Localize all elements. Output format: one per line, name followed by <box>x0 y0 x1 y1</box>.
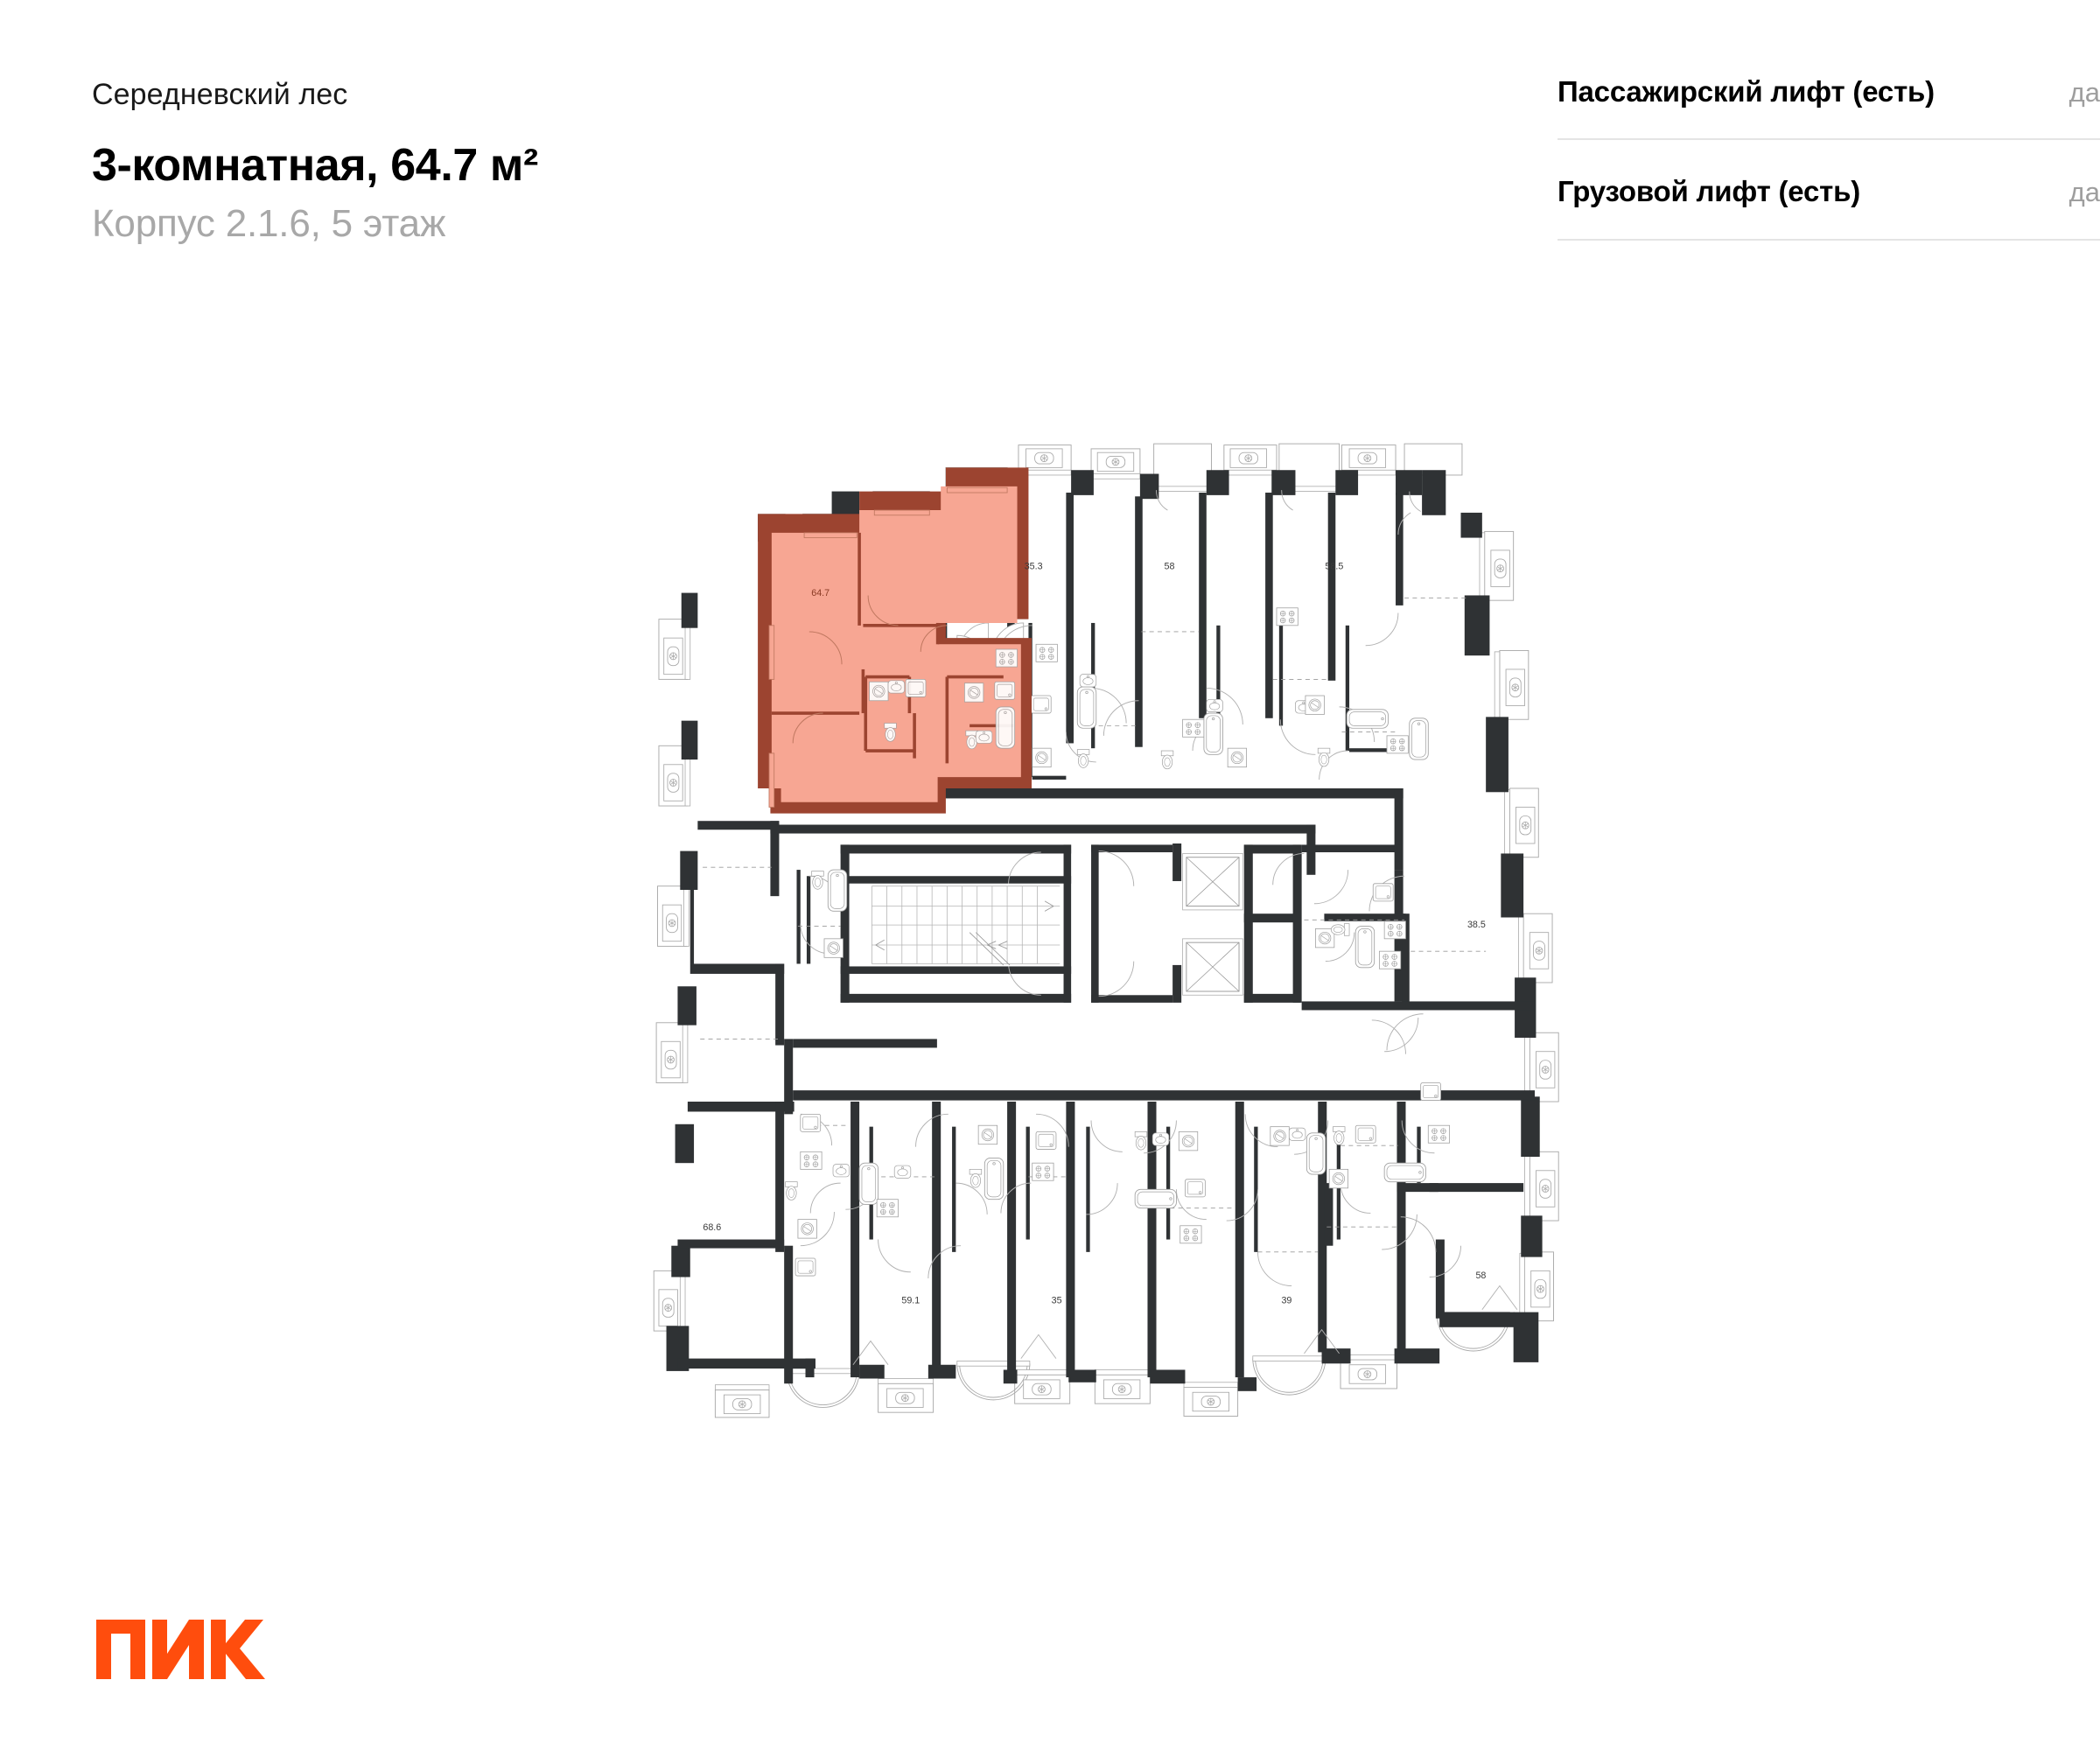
info-row-freight-lift: Грузовой лифт (есть) да <box>1558 173 2100 241</box>
plan-geometry: 64.7 35.3 58 58.5 38.5 58 68.6 59.1 35 3… <box>653 443 1559 1418</box>
pik-logo-icon <box>96 1620 265 1679</box>
structural-walls <box>666 470 1543 1391</box>
page-title: 3-комнатная, 64.7 м² <box>92 139 538 191</box>
building-info-panel: Пассажирский лифт (есть) да Грузовой лиф… <box>1558 74 2100 241</box>
highlight-unit-fill <box>771 486 1021 802</box>
info-label-freight-lift: Грузовой лифт (есть) <box>1558 175 1861 208</box>
highlight-door-swings <box>792 595 948 744</box>
highlighted-apartment[interactable]: 64.7 <box>758 467 1032 814</box>
area-label-highlight: 64.7 <box>811 588 830 598</box>
area-label-unit-e: 58 <box>1475 1270 1486 1281</box>
stairwell <box>849 883 1064 967</box>
windows <box>679 469 1530 1390</box>
elevator-2 <box>1182 938 1243 996</box>
pik-logo[interactable] <box>94 1614 270 1684</box>
area-label-unit-b: 58 <box>1165 561 1175 571</box>
floor-plan-svg[interactable]: 64.7 35.3 58 58.5 38.5 58 68.6 59.1 35 3… <box>332 438 1925 1452</box>
area-label-unit-g: 59.1 <box>901 1296 920 1306</box>
page-header: Середневский лес 3-комнатная, 64.7 м² Ко… <box>0 0 2100 289</box>
area-labels: 35.3 58 58.5 38.5 58 68.6 59.1 35 39 <box>703 561 1486 1306</box>
area-label-unit-h: 35 <box>1052 1296 1062 1306</box>
elevator-1 <box>1182 853 1243 911</box>
info-value-passenger-lift: да <box>2068 77 2100 108</box>
area-label-unit-d: 38.5 <box>1467 920 1486 930</box>
area-label-unit-f: 68.6 <box>703 1222 721 1233</box>
info-value-freight-lift: да <box>2068 177 2100 208</box>
info-label-passenger-lift: Пассажирский лифт (есть) <box>1558 75 1935 108</box>
highlight-windows <box>768 486 1008 808</box>
floor-plan[interactable]: 64.7 35.3 58 58.5 38.5 58 68.6 59.1 35 3… <box>332 438 1925 1452</box>
area-label-unit-c: 58.5 <box>1325 561 1343 571</box>
elevator-shafts <box>1182 853 1243 996</box>
project-name: Середневский лес <box>92 78 348 111</box>
curved-balcony-rails <box>786 1314 1510 1408</box>
page-subtitle: Корпус 2.1.6, 5 этаж <box>92 202 446 246</box>
info-row-passenger-lift: Пассажирский лифт (есть) да <box>1558 74 2100 141</box>
header-title-block: Середневский лес 3-комнатная, 64.7 м² Ко… <box>92 77 1054 248</box>
area-label-unit-i: 39 <box>1281 1296 1292 1306</box>
area-label-unit-a: 35.3 <box>1025 561 1043 571</box>
